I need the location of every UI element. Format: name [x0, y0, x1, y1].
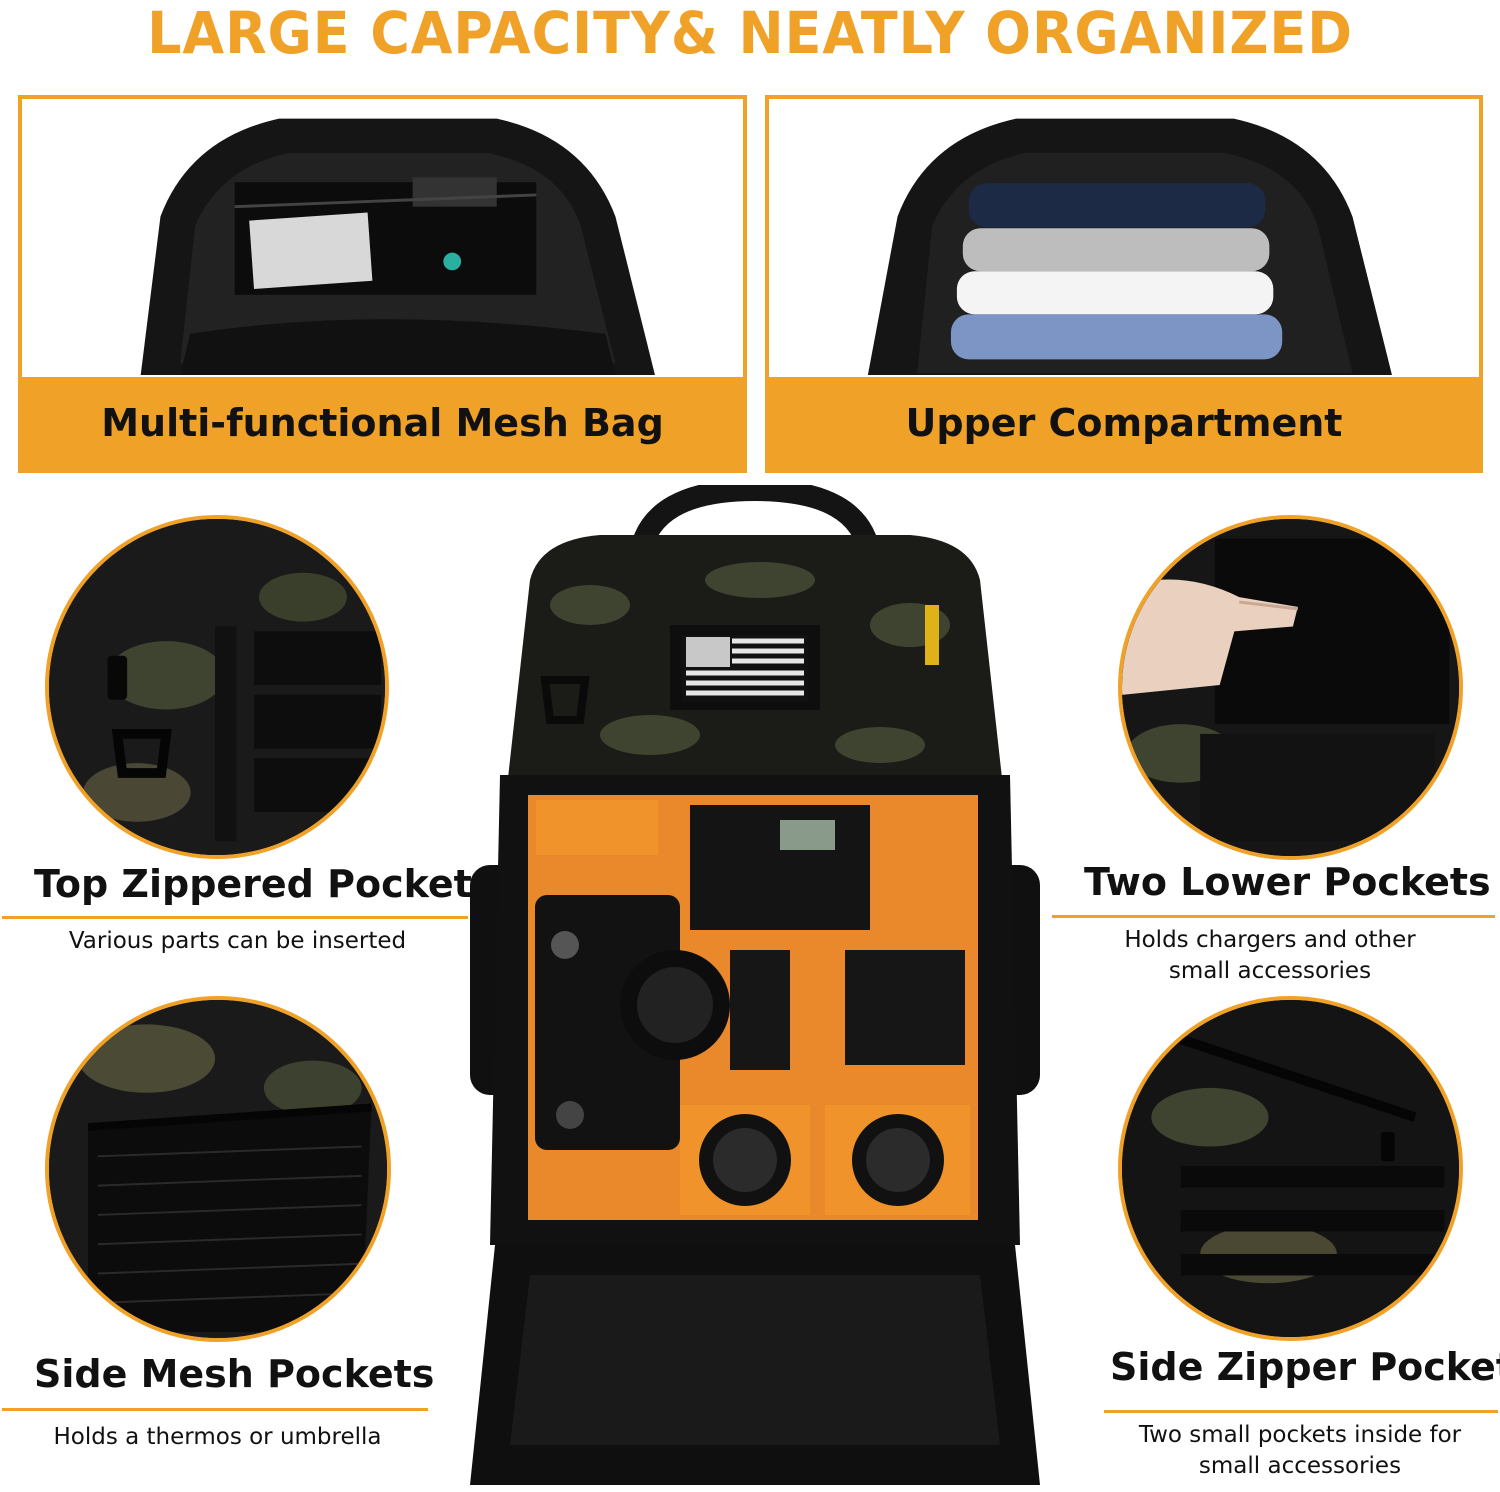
- upper-compartment-label: Upper Compartment: [769, 377, 1479, 469]
- top-zippered-pocket-title: Top Zippered Pocket: [34, 862, 472, 906]
- flag-patch: [682, 635, 808, 701]
- side-zipper-pocket-subtitle-line1: Two small pockets inside for: [1138, 1422, 1462, 1448]
- mesh-bag-label: Multi-functional Mesh Bag: [22, 377, 743, 469]
- panel-mesh-bag: Multi-functional Mesh Bag: [18, 95, 747, 473]
- two-lower-pockets-photo: [1118, 515, 1463, 860]
- side-zipper-pocket-title: Side Zipper Pocket: [1110, 1345, 1500, 1389]
- side-zipper-pocket-subtitle-line2: small accessories: [1198, 1453, 1402, 1479]
- mesh-bag-photo: [22, 99, 743, 469]
- side-zipper-pocket-photo: [1118, 996, 1463, 1341]
- side-mesh-pockets-photo: [45, 996, 391, 1342]
- side-mesh-pockets-rule: [2, 1408, 428, 1411]
- two-lower-pockets-subtitle: Holds chargers and other small accessori…: [1070, 925, 1470, 987]
- side-zipper-pocket-rule: [1104, 1410, 1498, 1413]
- side-mesh-pockets-title: Side Mesh Pockets: [34, 1352, 435, 1396]
- two-lower-pockets-rule: [1052, 915, 1495, 918]
- side-mesh-pockets-subtitle-text: Holds a thermos or umbrella: [53, 1424, 382, 1450]
- top-zippered-pocket-rule: [2, 916, 468, 919]
- side-mesh-pockets-subtitle: Holds a thermos or umbrella: [20, 1422, 415, 1453]
- top-zippered-pocket-subtitle-text: Various parts can be inserted: [68, 928, 407, 954]
- headline: LARGE CAPACITY& NEATLY ORGANIZED: [147, 0, 1353, 67]
- camera-backpack-photo: [470, 485, 1040, 1485]
- side-zipper-pocket-subtitle: Two small pockets inside for small acces…: [1110, 1420, 1490, 1482]
- top-zippered-pocket-subtitle: Various parts can be inserted: [30, 926, 445, 957]
- top-zippered-pocket-photo: [45, 515, 389, 859]
- two-lower-pockets-title: Two Lower Pockets: [1084, 860, 1491, 904]
- two-lower-pockets-subtitle-line1: Holds chargers and other: [1124, 927, 1416, 953]
- two-lower-pockets-subtitle-line2: small accessories: [1168, 958, 1372, 984]
- panel-upper-compartment: Upper Compartment: [765, 95, 1483, 473]
